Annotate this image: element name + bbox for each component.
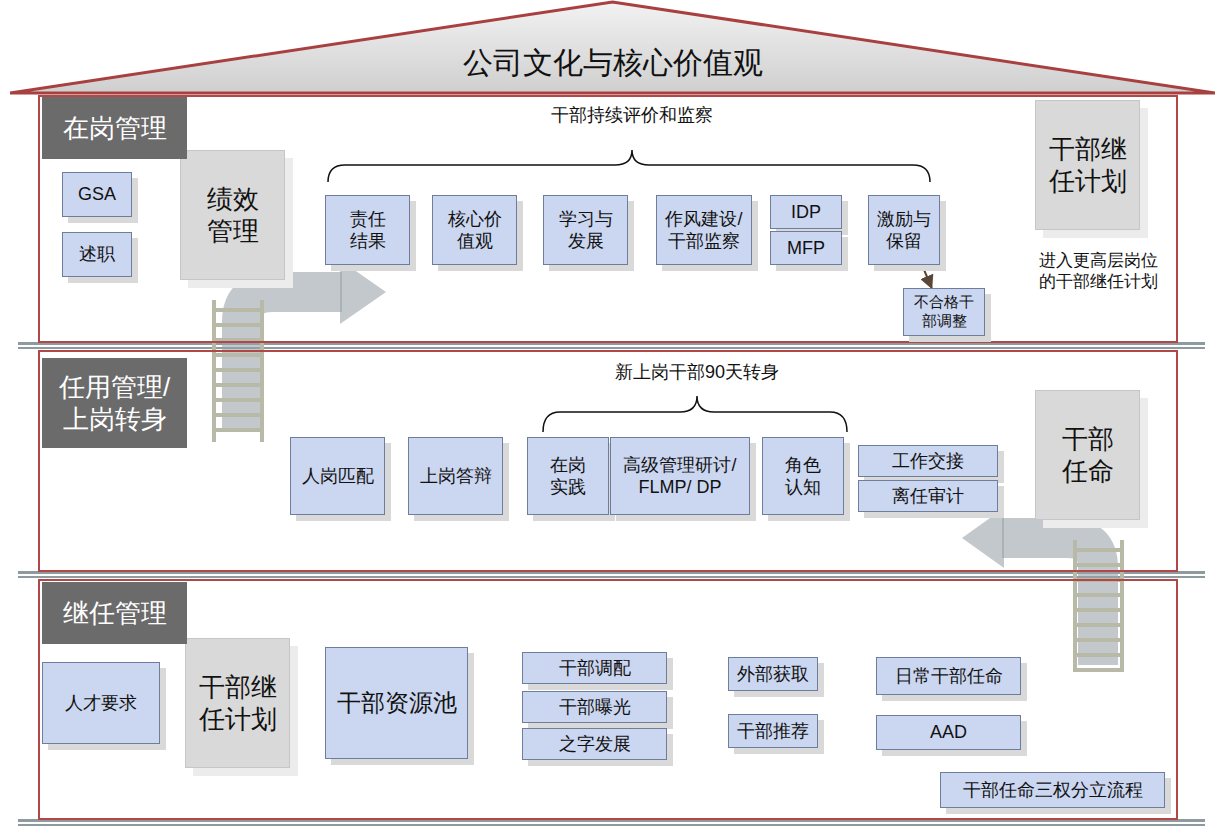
ladder-rung: [1075, 653, 1122, 657]
process-box: 之字发展: [522, 728, 667, 760]
floor-title: 在岗管理: [42, 97, 187, 159]
ladder-rung: [214, 353, 262, 357]
roof-text-holder: 公司文化与核心价值观: [10, 44, 1215, 82]
box-text: 干部任命: [1058, 423, 1118, 488]
box-text: 离任审计: [892, 485, 964, 508]
box-text: 角色认知: [781, 454, 826, 499]
box-text: 干部任命三权分立流程: [963, 779, 1143, 802]
process-box: 日常干部任命: [876, 657, 1021, 695]
box-text: 干部调配: [559, 657, 631, 680]
ladder-rung: [214, 413, 262, 417]
ladder: [214, 300, 262, 442]
box-text: 外部获取: [737, 663, 809, 686]
box-text: 干部继任计划: [195, 671, 280, 736]
box-text: 日常干部任命: [895, 665, 1003, 688]
floor-band: 人才要求 干部继任计划 干部资源池 干部调配干部曝光之字发展 外部获取干部推荐 日常干部任…: [38, 579, 1178, 820]
process-box: GSA: [62, 172, 132, 217]
process-box: 人岗匹配: [290, 437, 385, 515]
brace: [543, 396, 847, 432]
process-box: 角色认知: [762, 437, 844, 515]
box-text: 人岗匹配: [302, 465, 374, 488]
floor-title-text: 在岗管理: [63, 112, 167, 145]
box-text: IDP: [791, 201, 821, 224]
process-box: 人才要求: [42, 662, 160, 744]
process-box: 干部任命三权分立流程: [940, 772, 1165, 808]
box-text: 不合格干部调整: [912, 293, 976, 331]
plan-box: 干部任命: [1035, 390, 1140, 520]
box-text: 述职: [79, 243, 115, 266]
box-text: 上岗答辩: [420, 465, 492, 488]
process-box: 核心价值观: [432, 195, 517, 265]
ladder: [1075, 540, 1122, 672]
ladder-rung: [214, 398, 262, 402]
box-text: 干部继任计划: [1045, 133, 1130, 198]
process-box: 学习与发展: [543, 195, 628, 265]
ladder-rung: [214, 428, 262, 432]
ladder-rung: [214, 368, 262, 372]
plan-box: 绩效管理: [180, 150, 285, 280]
brace: [328, 150, 930, 182]
roof-banner: 公司文化与核心价值观: [10, 0, 1215, 96]
process-box: 外部获取: [728, 657, 818, 691]
ladder-rung: [1075, 548, 1122, 552]
box-text: 核心价值观: [446, 208, 504, 253]
ladder-rung: [214, 308, 262, 312]
process-box: MFP: [770, 231, 842, 265]
box-text: 干部推荐: [737, 720, 809, 743]
box-text: 之字发展: [559, 733, 631, 756]
process-box: 工作交接: [858, 445, 998, 477]
box-text: AAD: [930, 721, 967, 744]
process-box: 在岗实践: [527, 437, 609, 515]
box-text: 激励与保留: [875, 208, 933, 253]
floor-title-text: 任用管理/上岗转身: [47, 371, 182, 436]
process-box: 述职: [62, 232, 132, 277]
floor-band: 人岗匹配 上岗答辩 在岗实践高级管理研讨/FLMP/ DP 角色认知 工作交接离任审计 干…: [38, 350, 1178, 572]
annotation-label: 进入更高层岗位的干部继任计划: [1033, 250, 1163, 293]
box-text: 绩效管理: [203, 183, 263, 248]
process-box: 作风建设/干部监察: [656, 195, 752, 265]
box-text: 公司文化与核心价值观: [463, 44, 763, 82]
box-text: 责任结果: [345, 208, 390, 253]
floor-title-text: 继任管理: [63, 597, 167, 630]
process-box: 干部推荐: [728, 714, 818, 748]
ladder-rung: [1075, 668, 1122, 672]
box-text: 作风建设/干部监察: [662, 208, 746, 253]
ladder-rung: [1075, 638, 1122, 642]
plan-box: 干部继任计划: [1035, 100, 1140, 230]
ladder-rung: [1075, 593, 1122, 597]
box-text: MFP: [787, 237, 825, 260]
connector-arrow: [922, 265, 932, 288]
ladder-rung: [1075, 623, 1122, 627]
floor-band: GSA 述职 绩效管理 责任结果 核心价值观 学习与发展 作风建设/干部监察 IDP MFP 激励…: [38, 95, 1178, 343]
ladder-rung: [1075, 608, 1122, 612]
process-box: 不合格干部调整: [903, 288, 985, 336]
floor-rail: [18, 342, 1205, 826]
process-box: 干部调配: [522, 652, 667, 684]
ladder-rung: [214, 323, 262, 327]
floor-title: 任用管理/上岗转身: [42, 358, 187, 448]
process-box: 激励与保留: [868, 195, 940, 265]
box-text: GSA: [78, 183, 116, 206]
floor-title: 继任管理: [42, 582, 187, 644]
ladder-rung: [214, 383, 262, 387]
box-text: 在岗实践: [546, 454, 591, 499]
annotation-label: 新上岗干部90天转身: [547, 361, 847, 384]
process-box: IDP: [770, 195, 842, 229]
annotation-label: 干部持续评价和监察: [482, 104, 782, 127]
process-box: 干部资源池: [325, 647, 468, 759]
box-text: 学习与发展: [557, 208, 615, 253]
box-text: 干部曝光: [559, 696, 631, 719]
box-text: 人才要求: [65, 692, 137, 715]
process-box: 高级管理研讨/FLMP/ DP: [610, 437, 750, 515]
box-text: 干部资源池: [337, 688, 457, 718]
plan-box: 干部继任计划: [185, 638, 290, 768]
process-box: 离任审计: [858, 480, 998, 512]
process-box: 责任结果: [325, 195, 410, 265]
ladder-rung: [1075, 563, 1122, 567]
process-box: 上岗答辩: [408, 437, 503, 515]
process-box: 干部曝光: [522, 691, 667, 723]
box-text: 高级管理研讨/FLMP/ DP: [622, 454, 738, 499]
box-text: 工作交接: [892, 450, 964, 473]
process-box: AAD: [876, 715, 1021, 750]
